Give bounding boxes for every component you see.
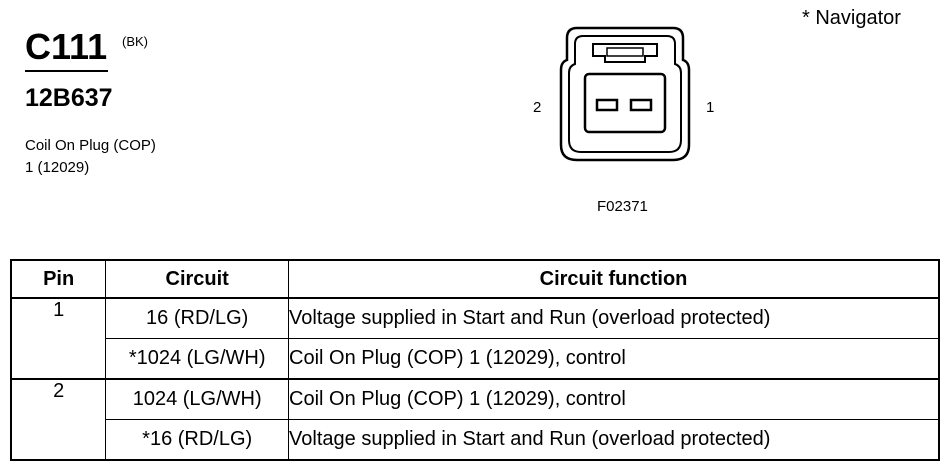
table-row: *1024 (LG/WH) Coil On Plug (COP) 1 (1202…: [11, 338, 940, 380]
table-row: *16 (RD/LG) Voltage supplied in Start an…: [11, 419, 940, 461]
circuit-function-cell: Voltage supplied in Start and Run (overl…: [288, 419, 940, 461]
circuit-cell: *1024 (LG/WH): [105, 338, 290, 380]
header-pin: Pin: [10, 259, 107, 299]
header-circuit-function: Circuit function: [288, 259, 940, 299]
title-underline: [25, 70, 108, 72]
footnote-navigator: * Navigator: [802, 7, 901, 29]
circuit-function-cell: Voltage supplied in Start and Run (overl…: [288, 297, 940, 339]
circuit-cell: 16 (RD/LG): [105, 297, 290, 339]
component-location: 1 (12029): [25, 159, 90, 176]
circuit-function-cell: Coil On Plug (COP) 1 (12029), control: [288, 338, 940, 380]
connector-id: C111: [25, 26, 108, 67]
part-number: 12B637: [25, 84, 113, 112]
pin-number-cell: 2: [10, 378, 107, 461]
figure-id: F02371: [597, 198, 648, 215]
component-description: Coil On Plug (COP): [25, 137, 156, 154]
circuit-cell: 1024 (LG/WH): [105, 378, 290, 420]
table-header-row: Pin Circuit Circuit function: [10, 259, 940, 299]
table-row: 2 1024 (LG/WH) Coil On Plug (COP) 1 (120…: [10, 378, 940, 461]
pin-label-2: 2: [533, 99, 542, 116]
circuit-function-cell: Coil On Plug (COP) 1 (12029), control: [288, 378, 940, 420]
circuit-cell: *16 (RD/LG): [105, 419, 290, 461]
header-circuit: Circuit: [105, 259, 290, 299]
pin-label-1: 1: [706, 99, 715, 116]
pinout-table: Pin Circuit Circuit function 1 16 (RD/LG…: [10, 259, 940, 461]
connector-color: (BK): [122, 34, 148, 49]
connector-face-diagram: [559, 26, 691, 162]
table-row: 1 16 (RD/LG) Voltage supplied in Start a…: [10, 297, 940, 380]
pin-number-cell: 1: [10, 297, 107, 380]
